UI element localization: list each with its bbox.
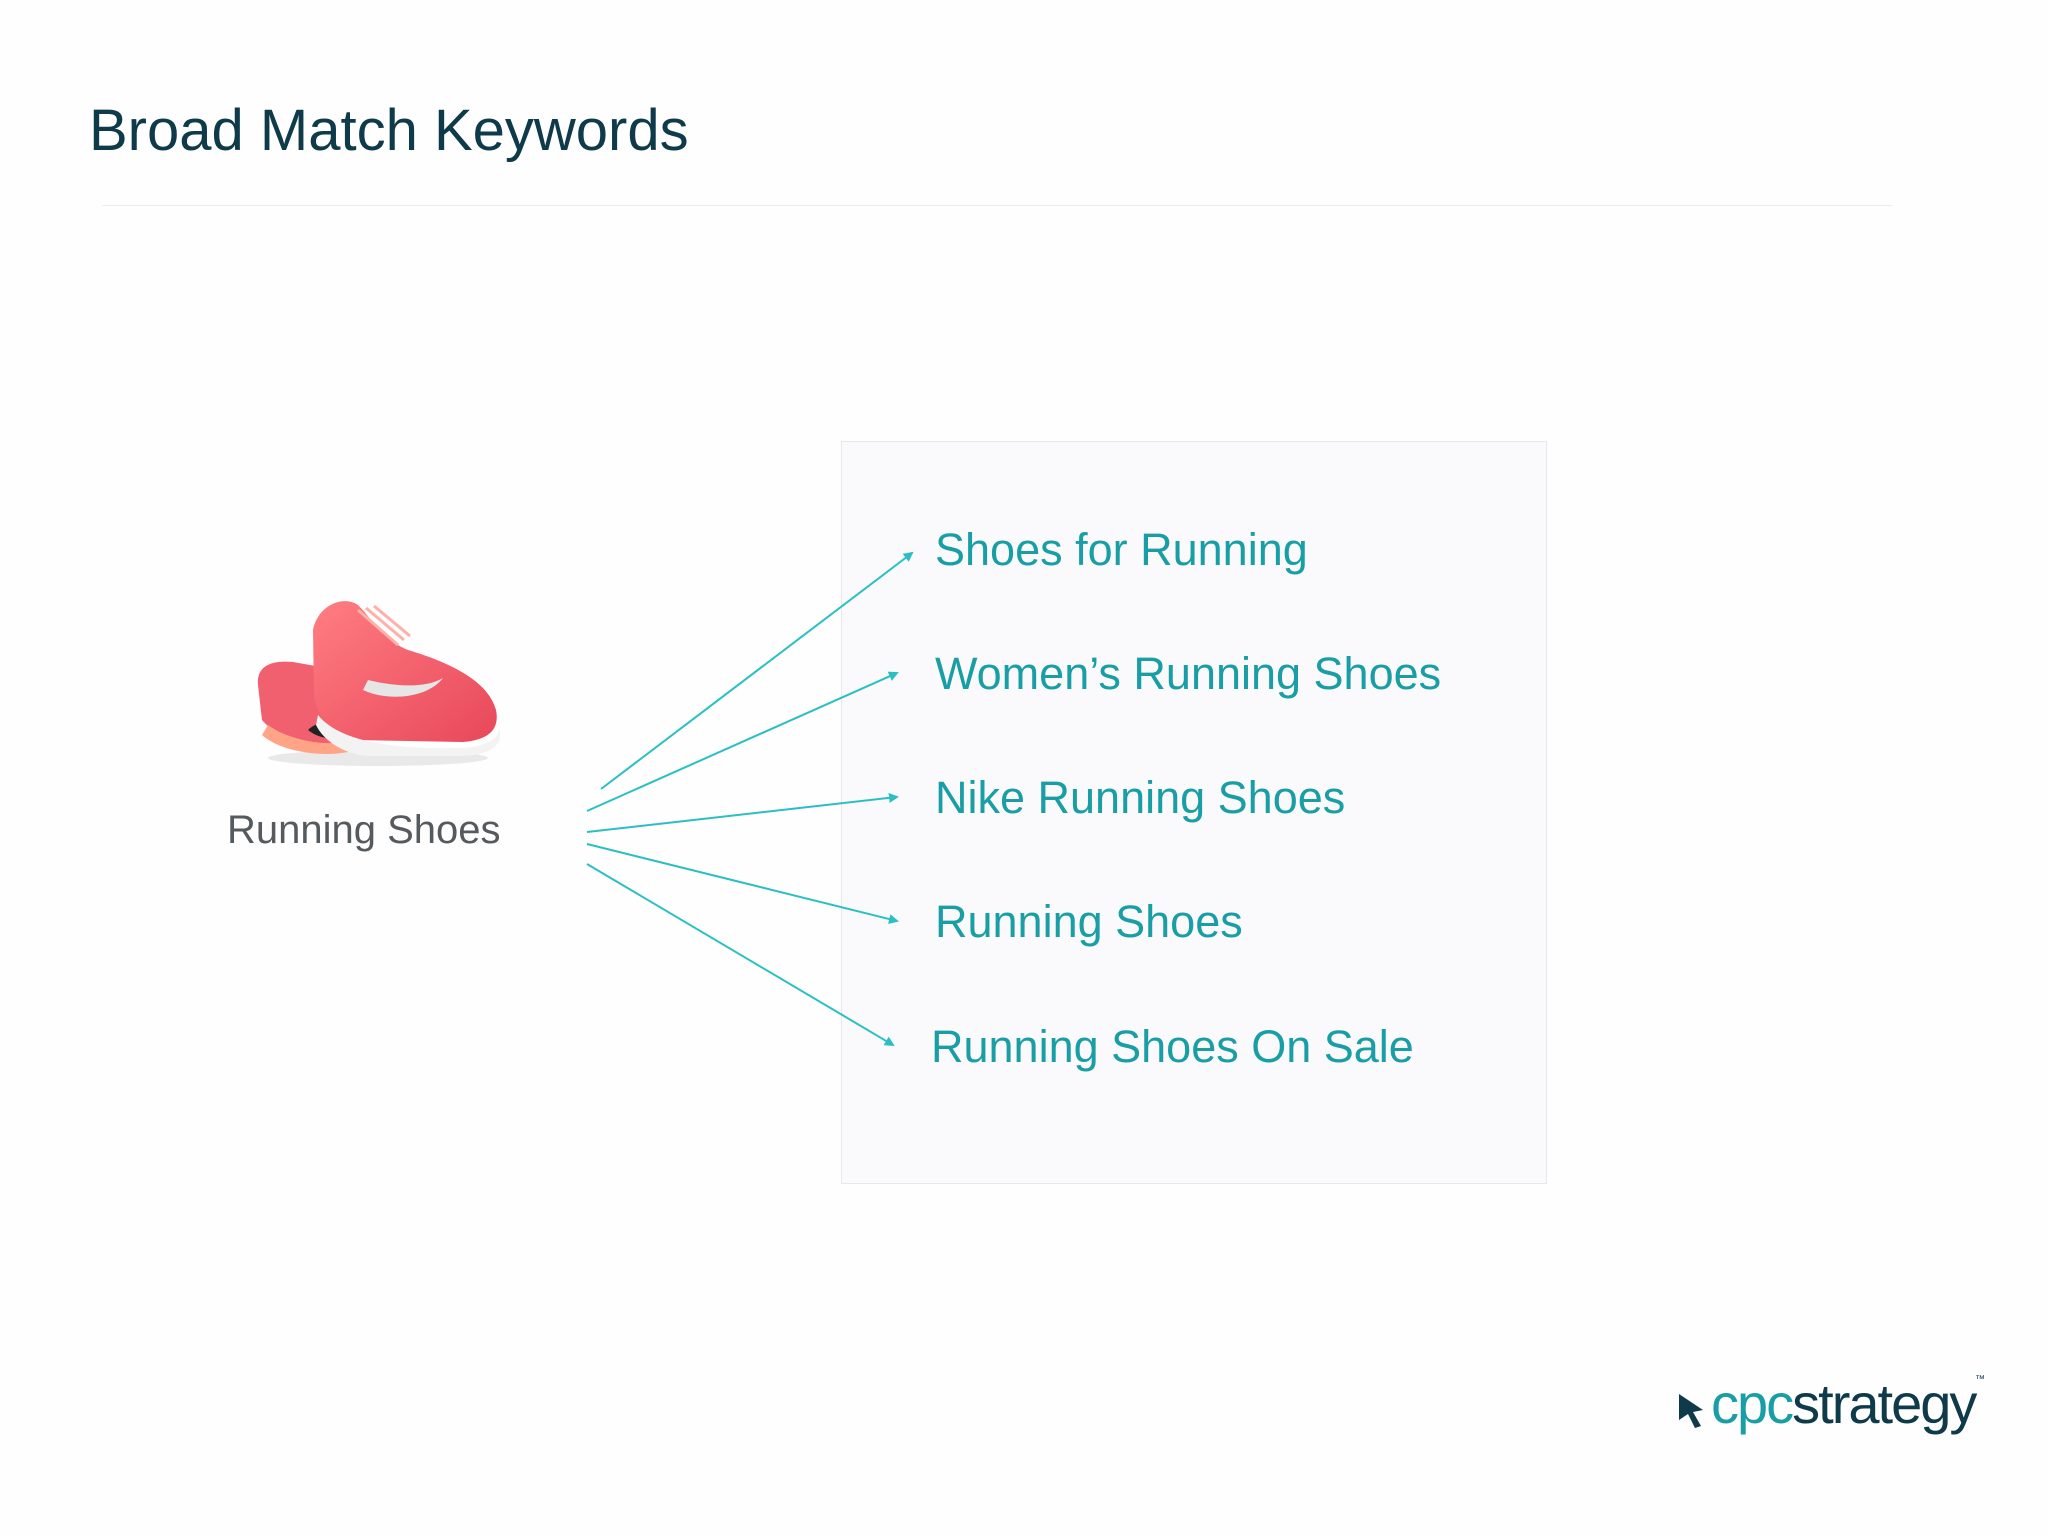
slide-title: Broad Match Keywords <box>89 98 689 163</box>
title-divider <box>102 205 1892 206</box>
keyword-item-2: Women’s Running Shoes <box>935 648 1442 699</box>
logo-cpc-text: cpc <box>1711 1372 1794 1435</box>
keyword-item-5: Running Shoes On Sale <box>931 1021 1414 1072</box>
cursor-arrow-icon <box>1679 1394 1703 1428</box>
source-keyword-label: Running Shoes <box>227 808 501 852</box>
pink-running-shoe-icon <box>257 601 500 766</box>
keyword-match-box <box>841 441 1547 1184</box>
keyword-item-3: Nike Running Shoes <box>935 772 1346 823</box>
logo-strategy-text: strategy <box>1792 1372 1977 1435</box>
logo-trademark: ™ <box>1975 1374 1985 1385</box>
cpcstrategy-logo: cpcstrategy ™ <box>1675 1370 1995 1450</box>
keyword-item-4: Running Shoes <box>935 896 1243 947</box>
keyword-item-1: Shoes for Running <box>935 524 1308 575</box>
